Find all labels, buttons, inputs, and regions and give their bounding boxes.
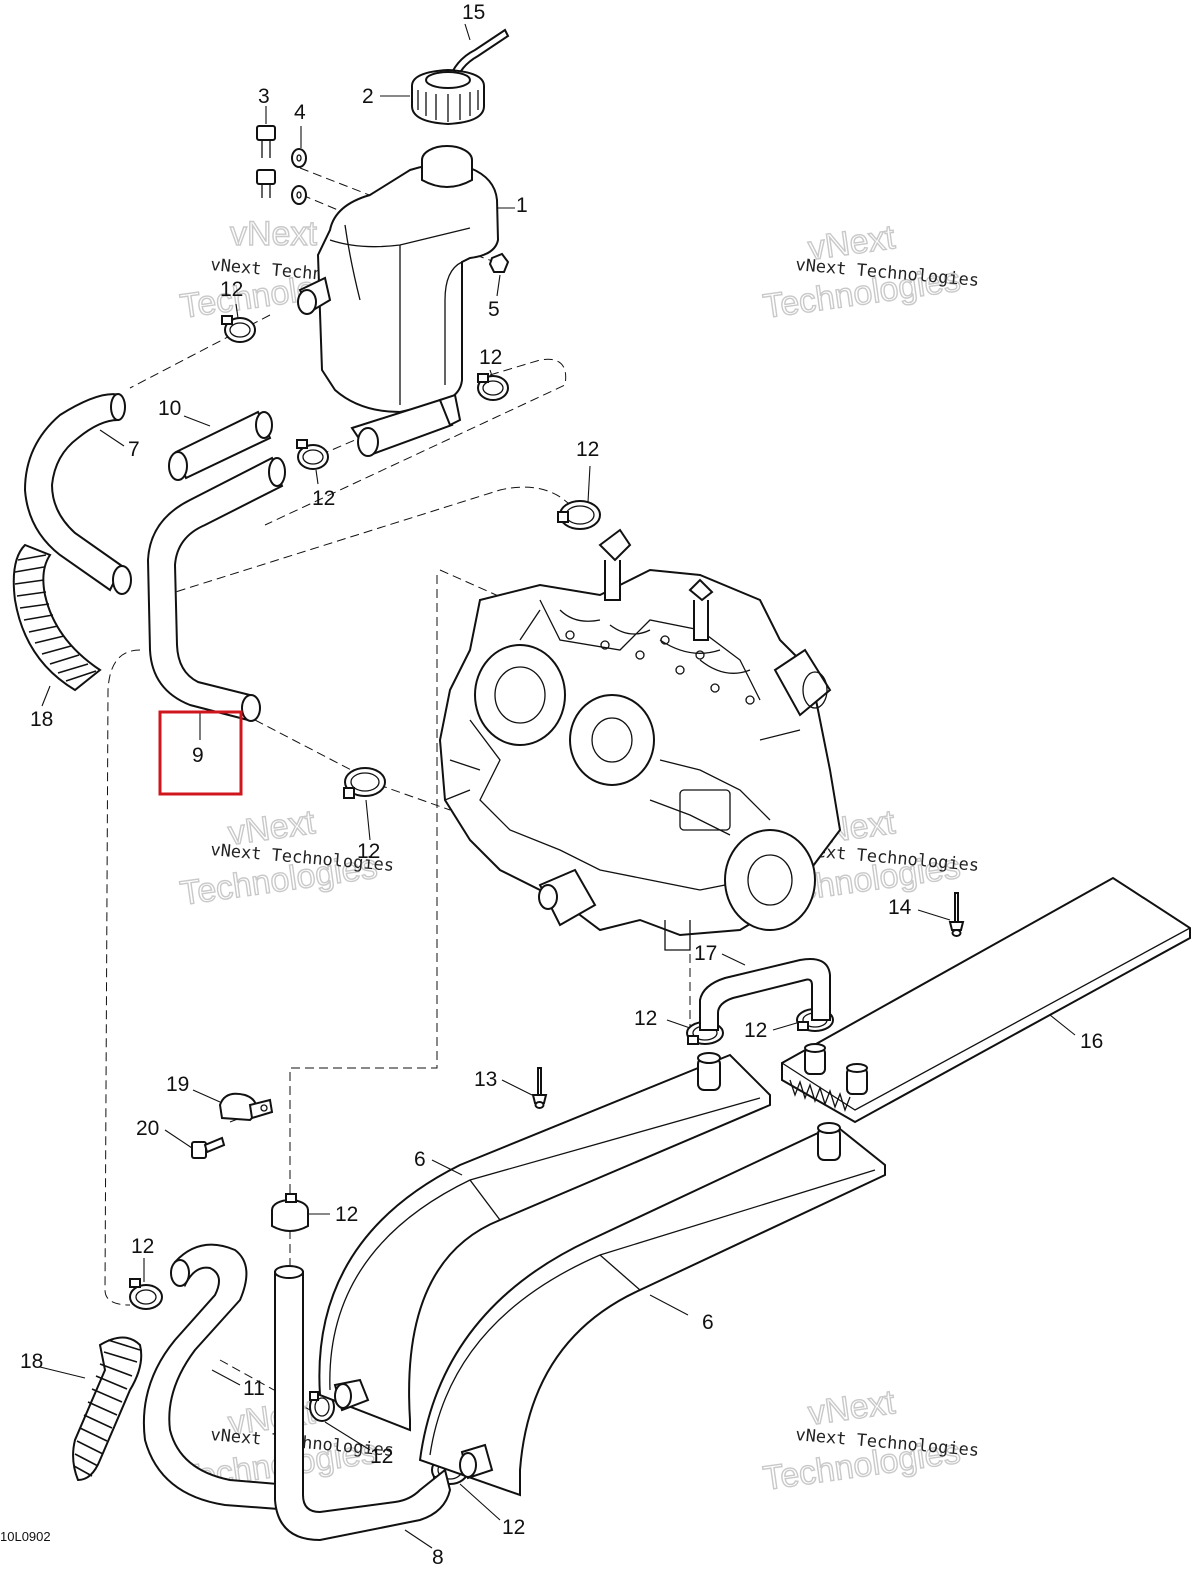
bolt-part-3-upper	[256, 125, 276, 158]
callout-10: 10	[158, 397, 181, 420]
clamp-part-12-j	[309, 1391, 335, 1422]
screw-part-20	[191, 1136, 226, 1159]
callout-4: 4	[294, 101, 306, 124]
highlight-box-part-9	[158, 710, 243, 796]
clamp-part-12-h	[271, 1193, 309, 1232]
callout-12-a: 12	[220, 278, 243, 301]
callout-12-d: 12	[576, 438, 599, 461]
callout-15: 15	[462, 1, 485, 24]
callout-11: 11	[243, 1377, 265, 1400]
leader-lines	[39, 23, 1076, 1549]
callout-9: 9	[192, 744, 204, 767]
callout-1: 1	[516, 194, 528, 217]
callout-2: 2	[362, 85, 374, 108]
svg-text:vNext: vNext	[230, 215, 317, 253]
callout-12-i: 12	[131, 1235, 154, 1258]
clamp-part-12-c	[296, 439, 329, 470]
nut-part-5	[488, 252, 510, 273]
washer-part-4-lower	[291, 185, 307, 205]
callout-5: 5	[488, 298, 500, 321]
callout-12-k: 12	[502, 1516, 525, 1539]
callout-19: 19	[166, 1073, 189, 1096]
callout-12-g: 12	[744, 1019, 767, 1042]
clamp-part-12-d	[557, 500, 601, 530]
hose-part-8	[274, 1265, 452, 1542]
callout-12-j: 12	[370, 1445, 393, 1468]
rivet-part-13	[531, 1067, 548, 1109]
heat-exchanger-part-6-upper	[318, 1052, 771, 1432]
clamp-part-12-i	[129, 1278, 163, 1310]
svg-text:vNext: vNext	[806, 1383, 898, 1433]
callout-13: 13	[474, 1068, 497, 1091]
callout-12-b: 12	[479, 346, 502, 369]
hose-part-10	[168, 410, 273, 481]
coolant-reservoir-part-1	[297, 145, 500, 457]
clamp-part-12-e	[343, 767, 386, 799]
hose-clip-part-19	[218, 1092, 274, 1122]
callout-17: 17	[694, 942, 717, 965]
callout-6-a: 6	[414, 1148, 426, 1171]
hose-part-17	[699, 958, 831, 1031]
engine-block	[438, 528, 842, 951]
callout-12-c: 12	[312, 487, 335, 510]
callout-18-b: 18	[20, 1350, 43, 1373]
bolt-part-3-lower	[256, 169, 276, 198]
rivet-part-14	[948, 892, 965, 937]
clamp-part-12-a	[221, 315, 256, 343]
callout-20: 20	[136, 1117, 159, 1140]
callout-8: 8	[432, 1546, 444, 1569]
hose-part-9	[146, 456, 286, 722]
callout-3: 3	[258, 85, 270, 108]
hose-part-11	[142, 1243, 294, 1512]
washer-part-4-upper	[291, 148, 307, 168]
routing-dashed-lines	[104, 167, 691, 1491]
callout-16: 16	[1080, 1030, 1103, 1053]
callout-18-a: 18	[30, 708, 53, 731]
callout-12-e: 12	[357, 840, 380, 863]
callout-6-b: 6	[702, 1311, 714, 1334]
diagram-code: 10L0902	[0, 1529, 51, 1544]
filler-cap-part-2	[411, 68, 485, 126]
heat-exchanger-part-16	[781, 876, 1191, 1124]
clamp-part-12-b	[477, 373, 509, 401]
callout-7: 7	[128, 438, 140, 461]
watermark-bottom-right: vNext Technologies vNext Technologies	[760, 1382, 980, 1498]
corrugated-hose-part-18-upper	[12, 543, 102, 692]
heat-exchanger-part-6-lower	[418, 1122, 886, 1497]
watermark-top-right: vNext Technologies vNext Technologies	[760, 217, 980, 326]
callout-14: 14	[888, 896, 912, 919]
callout-12-h: 12	[335, 1203, 358, 1226]
corrugated-hose-part-18-lower	[72, 1336, 143, 1482]
callout-12-f: 12	[634, 1007, 657, 1030]
callout-labels: 15 2 3 4 1 5 12 12 10 7 12 12 18 9 12 14…	[0, 1, 1103, 1569]
hose-part-7	[23, 393, 132, 595]
